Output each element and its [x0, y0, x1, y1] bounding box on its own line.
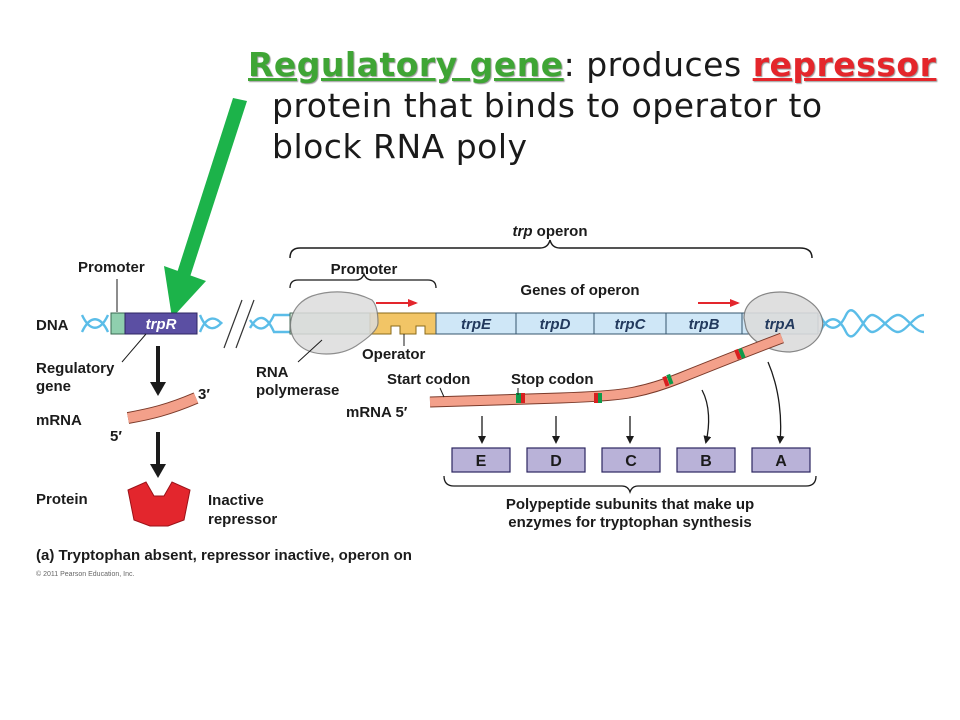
gene-trpE: trpE [461, 316, 492, 333]
start-codon-label: Start codon [387, 371, 470, 388]
promoter-left-box [110, 312, 126, 335]
start-codon-pointer [439, 387, 445, 398]
promoter-bracket [289, 271, 437, 289]
trpR-label: trpR [146, 316, 177, 333]
codon-marks [516, 347, 746, 403]
subunit-C: C [625, 453, 637, 470]
copyright: © 2011 Pearson Education, Inc. [36, 570, 134, 578]
translation-arrows [478, 361, 785, 444]
protein-label: Protein [36, 491, 88, 508]
regulatory-gene-term: Regulatory gene [248, 45, 564, 84]
mrna-5prime-label: mRNA 5′ [346, 404, 408, 421]
line1-separator: : produces [563, 45, 753, 84]
regulatory-gene-label-2: gene [36, 378, 71, 395]
subunit-A: A [775, 453, 787, 470]
regulatory-gene-label-1: Regulatory [36, 360, 115, 377]
subunit-B: B [700, 453, 712, 470]
headline-line2: protein that binds to operator to [272, 86, 823, 125]
operator-label: Operator [362, 346, 426, 363]
subunit-boxes [451, 447, 811, 473]
green-arrow-icon [164, 98, 247, 318]
regulatory-gene-pointer [121, 333, 147, 363]
dna-break-1 [223, 299, 243, 349]
rna-polymerase-pointer [297, 339, 323, 363]
three-prime-label: 3′ [198, 386, 210, 403]
translation-arrowhead [150, 464, 166, 478]
operon-bracket [289, 239, 813, 259]
rna-polymerase-label-1: RNA [256, 364, 289, 381]
five-prime-label: 5′ [110, 428, 122, 445]
subunit-E: E [476, 453, 487, 470]
gene-trpD: trpD [540, 316, 571, 333]
gene-dividers [515, 313, 743, 334]
gene-trpB: trpB [689, 316, 720, 333]
dna-label: DNA [36, 317, 69, 334]
repressor-term: repressor [752, 45, 937, 84]
inactive-repressor-label-2: repressor [208, 511, 277, 528]
inactive-repressor-icon [127, 481, 191, 527]
rna-polymerase-label-2: polymerase [256, 382, 339, 399]
operon-title: trp operon [513, 223, 588, 240]
gene-trpC: trpC [615, 316, 647, 333]
polypeptide-caption-2: enzymes for tryptophan synthesis [508, 514, 751, 531]
promoter-right-label: Promoter [331, 261, 398, 278]
line1: Regulatory gene: produces repressor [248, 45, 936, 84]
figure-caption: (a) Tryptophan absent, repressor inactiv… [36, 547, 412, 564]
dna-helix [80, 309, 925, 338]
dna-break-2 [235, 299, 255, 349]
transcription-arrowhead [150, 382, 166, 396]
subunit-D: D [550, 453, 562, 470]
promoter-left-label: Promoter [78, 259, 145, 276]
polypeptide-bracket [443, 475, 817, 495]
genes-of-operon-label: Genes of operon [520, 282, 639, 299]
operator-segment [369, 312, 437, 335]
gene-trpA: trpA [765, 316, 796, 333]
stop-codon-label: Stop codon [511, 371, 594, 388]
polypeptide-caption-1: Polypeptide subunits that make up [506, 496, 754, 513]
headline: Regulatory gene: produces repressor prot… [248, 44, 948, 167]
trpR-gene-box [124, 312, 198, 335]
inactive-repressor-label-1: Inactive [208, 492, 264, 509]
headline-line3: block RNA poly [272, 127, 528, 166]
mrna-left-label: mRNA [36, 412, 82, 429]
rna-polymerase-left [289, 291, 379, 355]
